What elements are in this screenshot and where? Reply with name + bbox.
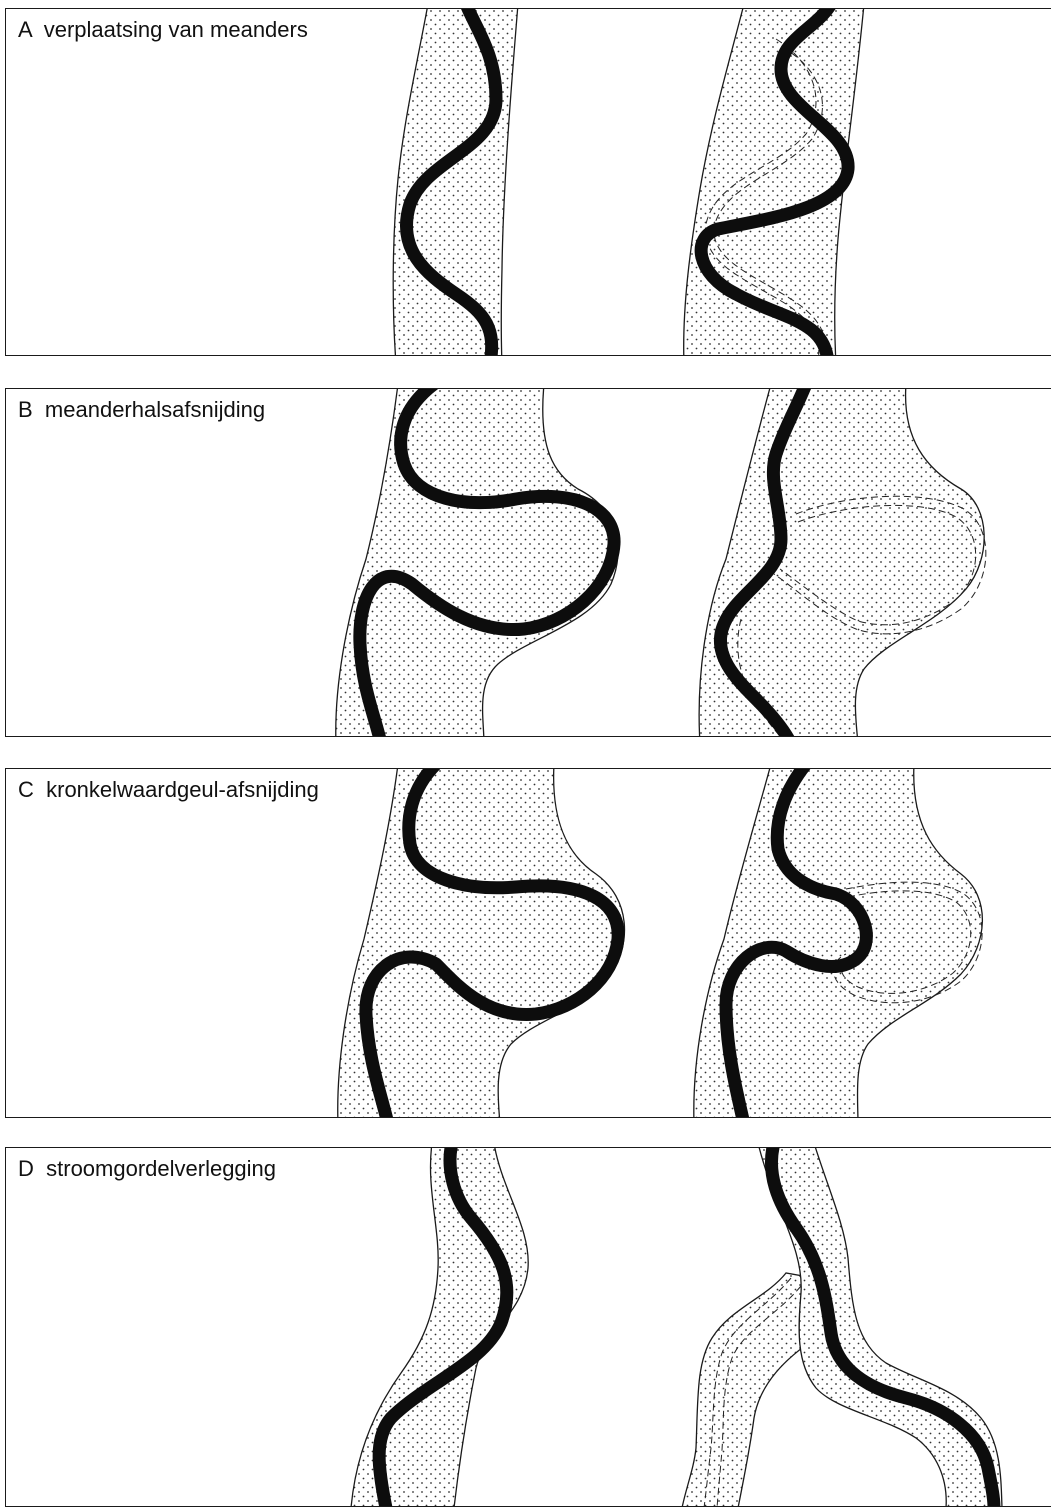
panel-c-label: C kronkelwaardgeul-afsnijding: [18, 777, 319, 803]
stream-belt-left: [336, 389, 618, 737]
panel-a-letter: A: [18, 17, 31, 42]
panel-a: A verplaatsing van meanders: [5, 8, 1051, 356]
panel-d-label: D stroomgordelverlegging: [18, 1156, 276, 1182]
panel-d-diagram: [6, 1148, 1051, 1507]
panel-b: B meanderhalsafsnijding: [5, 388, 1051, 737]
panel-d-title: stroomgordelverlegging: [46, 1156, 276, 1181]
panel-c: C kronkelwaardgeul-afsnijding: [5, 768, 1051, 1118]
stream-belt-left: [393, 9, 518, 356]
panel-a-title: verplaatsing van meanders: [44, 17, 308, 42]
panel-d-letter: D: [18, 1156, 34, 1181]
panel-b-diagram: [6, 389, 1051, 737]
panel-c-diagram: [6, 769, 1051, 1118]
stream-belt-left: [338, 769, 625, 1118]
panel-c-letter: C: [18, 777, 34, 802]
panel-a-label: A verplaatsing van meanders: [18, 17, 308, 43]
panel-b-letter: B: [18, 397, 33, 422]
panel-b-label: B meanderhalsafsnijding: [18, 397, 265, 423]
panel-a-diagram: [6, 9, 1051, 356]
panel-c-title: kronkelwaardgeul-afsnijding: [46, 777, 319, 802]
panel-d: D stroomgordelverlegging: [5, 1147, 1051, 1507]
panel-b-title: meanderhalsafsnijding: [45, 397, 265, 422]
